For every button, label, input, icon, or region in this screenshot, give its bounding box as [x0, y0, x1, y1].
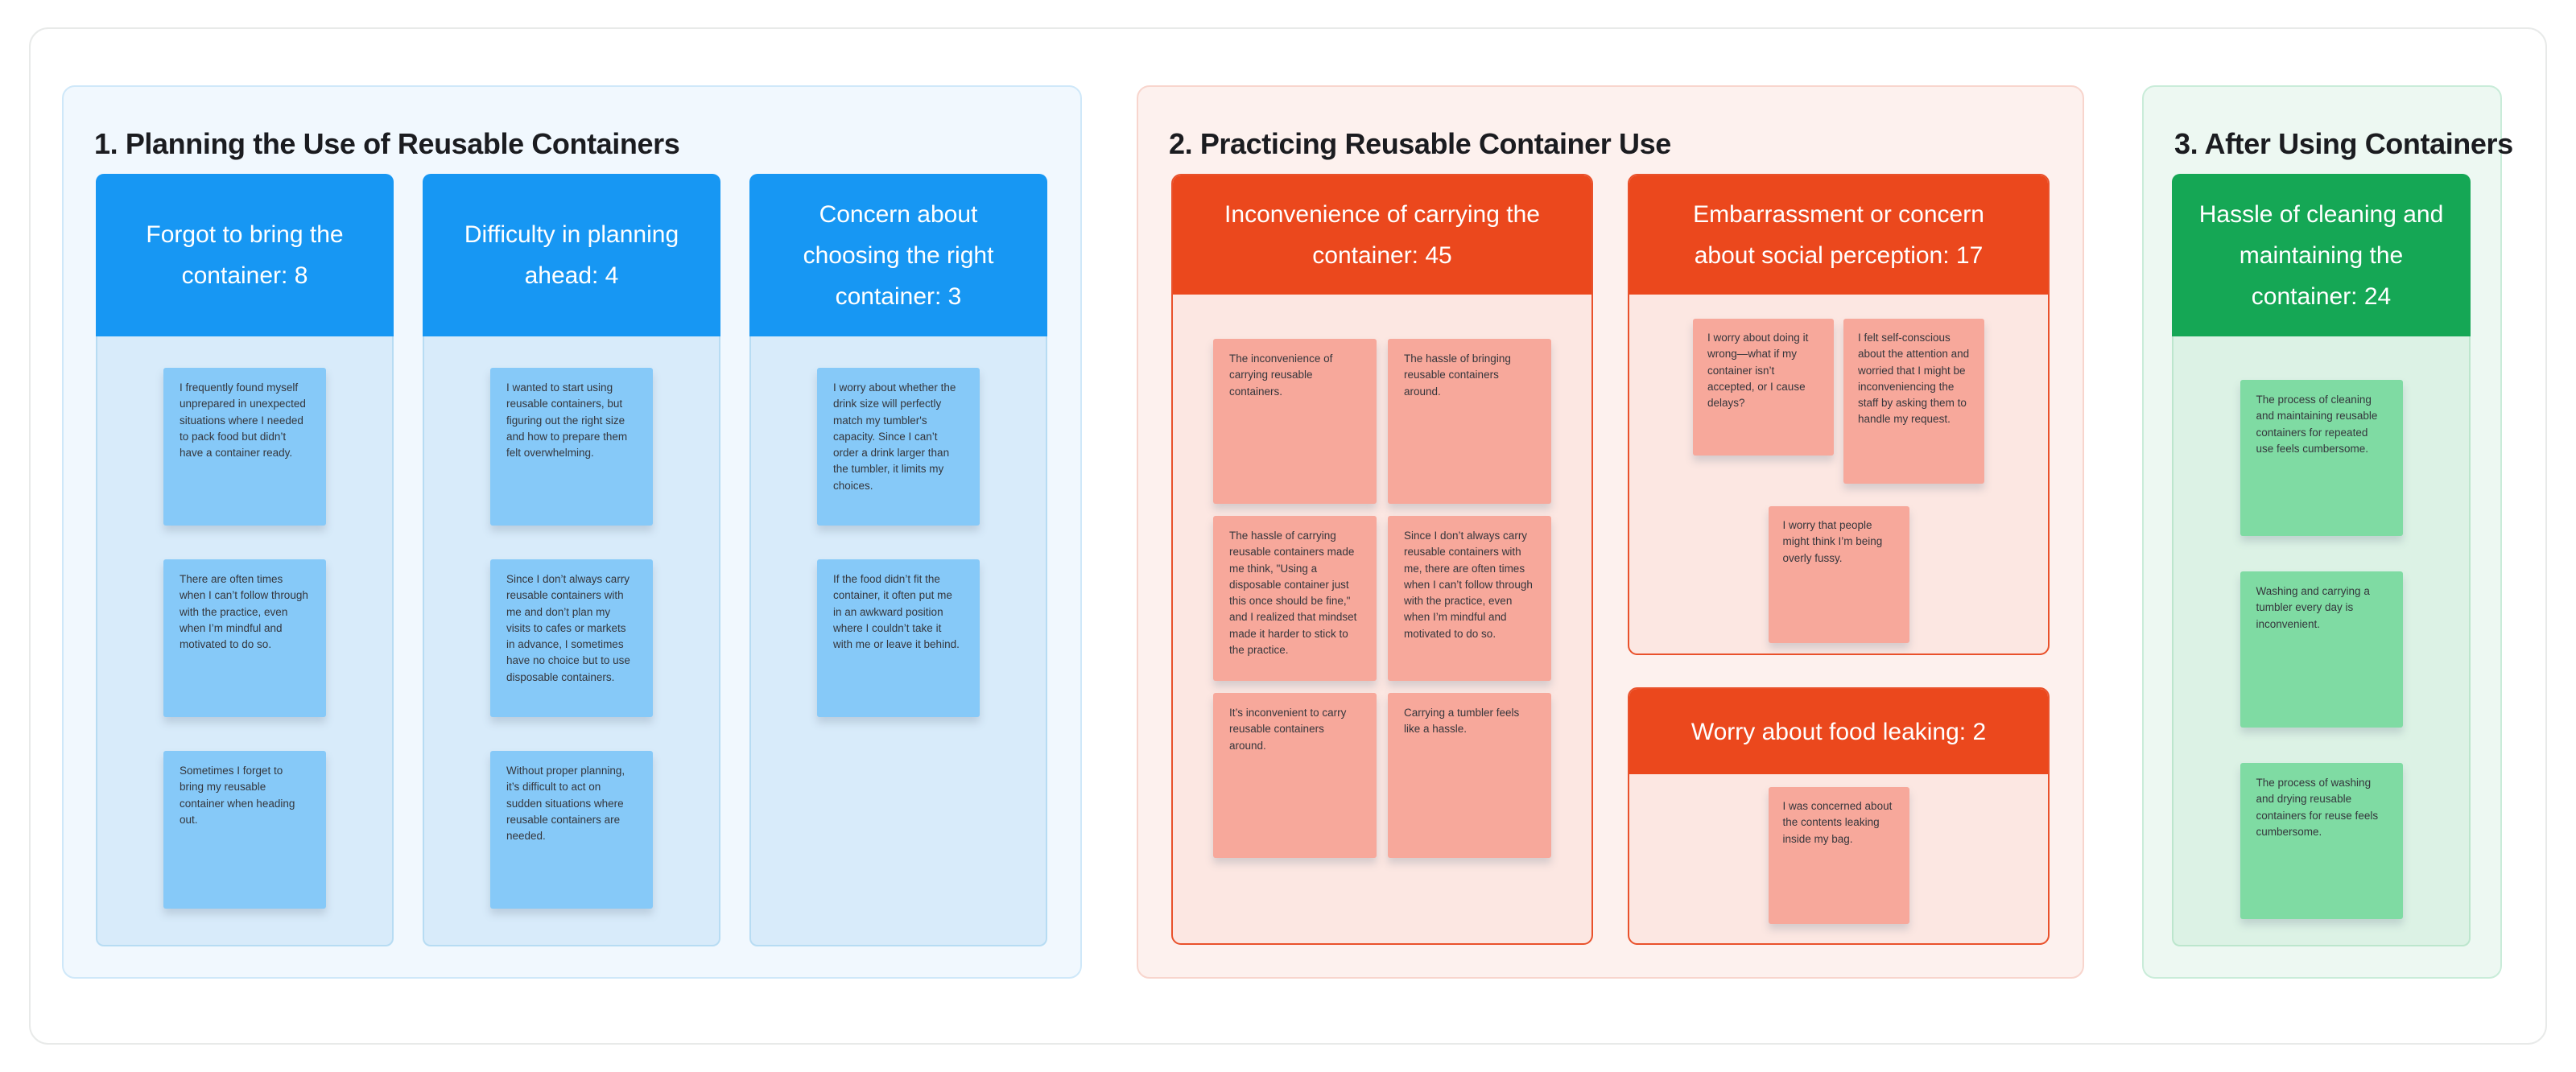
section-planning: 1. Planning the Use of Reusable Containe… [62, 85, 1082, 979]
sticky-note[interactable]: Without proper planning, it’s difficult … [490, 751, 653, 909]
category-column-cleaning: Hassle of cleaning and maintaining the c… [2172, 174, 2471, 946]
sticky-note[interactable]: Washing and carrying a tumbler every day… [2240, 571, 2403, 728]
after-columns: Hassle of cleaning and maintaining the c… [2172, 174, 2471, 946]
note-row: I worry about doing it wrong—what if my … [1629, 295, 2048, 484]
category-header-label: Concern about choosing the right contain… [803, 200, 994, 310]
sticky-note[interactable]: I was concerned about the contents leaki… [1768, 787, 1909, 924]
category-body-difficulty: I wanted to start using reusable contain… [423, 336, 720, 946]
section-after: 3. After Using Containers Hassle of clea… [2142, 85, 2513, 979]
sticky-note[interactable]: Since I don’t always carry reusable cont… [1388, 516, 1551, 681]
category-header-inconvenience[interactable]: Inconvenience of carrying the container:… [1173, 175, 1591, 295]
category-column-concern: Concern about choosing the right contain… [749, 174, 1047, 946]
sticky-note[interactable]: The process of cleaning and maintaining … [2240, 380, 2403, 536]
section-title-after: 3. After Using Containers [2174, 126, 2513, 160]
section-title-planning: 1. Planning the Use of Reusable Containe… [94, 126, 680, 160]
sticky-note[interactable]: The hassle of bringing reusable containe… [1388, 339, 1551, 504]
category-body-cleaning: The process of cleaning and maintaining … [2172, 336, 2471, 946]
whiteboard-canvas: 1. Planning the Use of Reusable Containe… [29, 27, 2547, 1045]
category-group-embarrassment: Embarrassment or concern about social pe… [1628, 174, 2050, 655]
category-column-forgot: Forgot to bring the container: 8 I frequ… [96, 174, 394, 946]
category-header-label: Embarrassment or concern about social pe… [1693, 201, 1984, 269]
category-body-forgot: I frequently found myself unprepared in … [96, 336, 394, 946]
category-header-concern[interactable]: Concern about choosing the right contain… [749, 174, 1047, 336]
category-header-label: Difficulty in planning ahead: 4 [464, 221, 679, 289]
category-column-difficulty: Difficulty in planning ahead: 4 I wanted… [423, 174, 720, 946]
sticky-note[interactable]: The hassle of carrying reusable containe… [1213, 516, 1377, 681]
planning-columns: Forgot to bring the container: 8 I frequ… [96, 174, 1047, 946]
category-header-embarrassment[interactable]: Embarrassment or concern about social pe… [1629, 175, 2048, 295]
section-practicing: 2. Practicing Reusable Container Use Inc… [1137, 85, 2084, 979]
category-header-forgot[interactable]: Forgot to bring the container: 8 [96, 174, 394, 336]
category-body-leaking: I was concerned about the contents leaki… [1629, 774, 2048, 924]
category-body-embarrassment: I worry about doing it wrong—what if my … [1629, 295, 2048, 643]
category-group-leaking: Worry about food leaking: 2 I was concer… [1628, 687, 2050, 945]
sticky-note[interactable]: I felt self-conscious about the attentio… [1843, 319, 1984, 484]
category-body-inconvenience: The inconvenience of carrying reusable c… [1173, 295, 1591, 858]
sticky-note[interactable]: I wanted to start using reusable contain… [490, 368, 653, 526]
category-header-leaking[interactable]: Worry about food leaking: 2 [1629, 689, 2048, 774]
sticky-note[interactable]: It’s inconvenient to carry reusable cont… [1213, 693, 1377, 858]
sticky-note[interactable]: I worry about doing it wrong—what if my … [1693, 319, 1834, 456]
sticky-note[interactable]: I worry that people might think I’m bein… [1768, 506, 1909, 643]
sticky-note[interactable]: Since I don’t always carry reusable cont… [490, 559, 653, 717]
category-header-difficulty[interactable]: Difficulty in planning ahead: 4 [423, 174, 720, 336]
sticky-note[interactable]: There are often times when I can’t follo… [163, 559, 326, 717]
sticky-note[interactable]: I worry about whether the drink size wil… [817, 368, 980, 526]
sticky-note[interactable]: If the food didn’t fit the container, it… [817, 559, 980, 717]
category-header-label: Hassle of cleaning and maintaining the c… [2198, 200, 2444, 310]
category-header-label: Forgot to bring the container: 8 [146, 221, 344, 289]
sticky-note[interactable]: I frequently found myself unprepared in … [163, 368, 326, 526]
sticky-note[interactable]: Carrying a tumbler feels like a hassle. [1388, 693, 1551, 858]
category-body-concern: I worry about whether the drink size wil… [749, 336, 1047, 946]
category-header-label: Worry about food leaking: 2 [1690, 718, 1987, 745]
sticky-note[interactable]: The process of washing and drying reusab… [2240, 763, 2403, 919]
category-header-cleaning[interactable]: Hassle of cleaning and maintaining the c… [2172, 174, 2471, 336]
section-title-practicing: 2. Practicing Reusable Container Use [1169, 126, 1671, 160]
sticky-note[interactable]: The inconvenience of carrying reusable c… [1213, 339, 1377, 504]
category-header-label: Inconvenience of carrying the container:… [1224, 201, 1540, 269]
category-group-inconvenience: Inconvenience of carrying the container:… [1171, 174, 1593, 945]
sticky-note[interactable]: Sometimes I forget to bring my reusable … [163, 751, 326, 909]
